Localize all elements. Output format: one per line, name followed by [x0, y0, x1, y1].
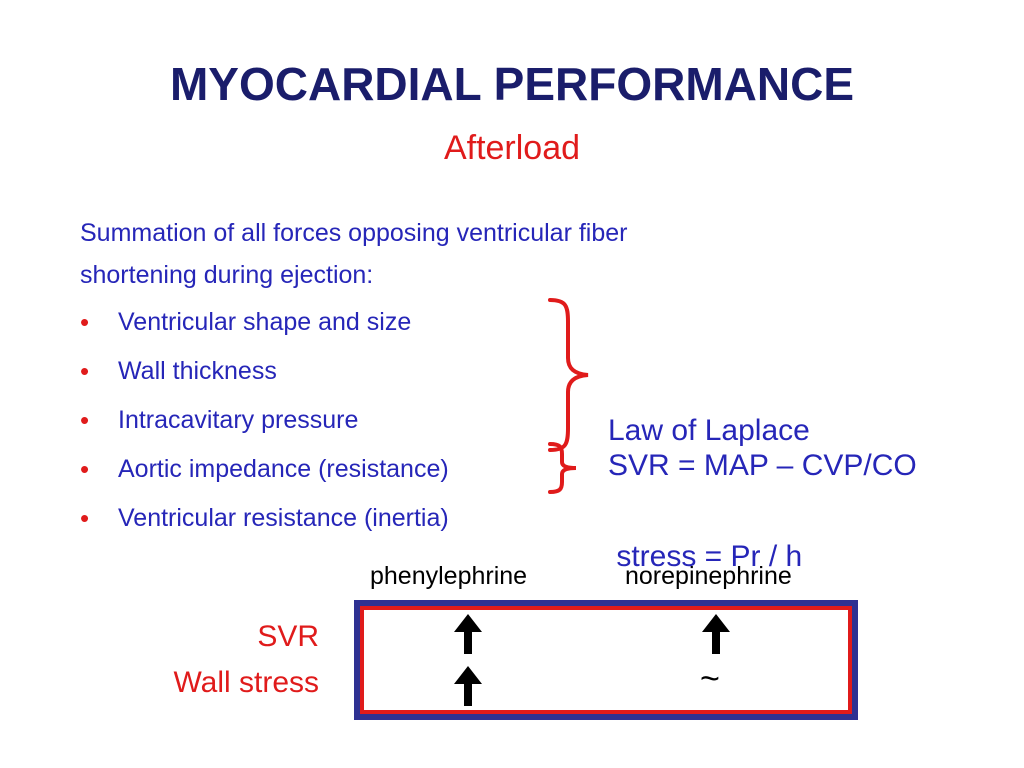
brace-large-icon: [548, 298, 589, 452]
effects-table-box: [354, 600, 858, 720]
approx-symbol: ~: [700, 660, 720, 698]
intro-text: Summation of all forces opposing ventric…: [80, 212, 820, 296]
bullet-item: • Intracavitary pressure: [80, 398, 449, 447]
row-label-wall-stress: Wall stress: [173, 666, 319, 699]
up-arrow-icon: [454, 614, 482, 654]
laplace-block: Law of Laplace stress = Pr / h: [608, 326, 810, 662]
intro-line-2: shortening during ejection:: [80, 261, 374, 289]
bullet-item: • Wall thickness: [80, 349, 449, 398]
bullet-text: Aortic impedance (resistance): [118, 455, 449, 483]
bullet-text: Ventricular shape and size: [118, 308, 412, 336]
brace-small-icon: [548, 442, 577, 494]
bullet-text: Intracavitary pressure: [118, 406, 359, 434]
svr-formula: SVR = MAP – CVP/CO: [608, 449, 917, 482]
bullet-dot: •: [80, 454, 90, 484]
column-header-norepinephrine: norepinephrine: [625, 562, 792, 590]
up-arrow-icon: [454, 666, 482, 706]
laplace-title: Law of Laplace: [608, 414, 810, 447]
bullet-item: • Ventricular resistance (inertia): [80, 496, 449, 545]
bullet-item: • Ventricular shape and size: [80, 300, 449, 349]
bullet-dot: •: [80, 503, 90, 533]
intro-line-1: Summation of all forces opposing ventric…: [80, 219, 628, 247]
column-header-phenylephrine: phenylephrine: [370, 562, 528, 590]
bullet-text: Ventricular resistance (inertia): [118, 504, 449, 532]
slide-title: MYOCARDIAL PERFORMANCE: [169, 58, 855, 110]
row-label-svr: SVR: [257, 620, 319, 653]
bullet-text: Wall thickness: [118, 357, 277, 385]
slide-subtitle: Afterload: [443, 129, 581, 167]
bullet-dot: •: [80, 405, 90, 435]
up-arrow-icon: [702, 614, 730, 654]
bullet-dot: •: [80, 356, 90, 386]
bullet-dot: •: [80, 307, 90, 337]
laplace-formula: stress = Pr / h: [608, 540, 803, 573]
bullet-list: • Ventricular shape and size • Wall thickn…: [80, 300, 449, 545]
bullet-item: • Aortic impedance (resistance): [80, 447, 449, 496]
